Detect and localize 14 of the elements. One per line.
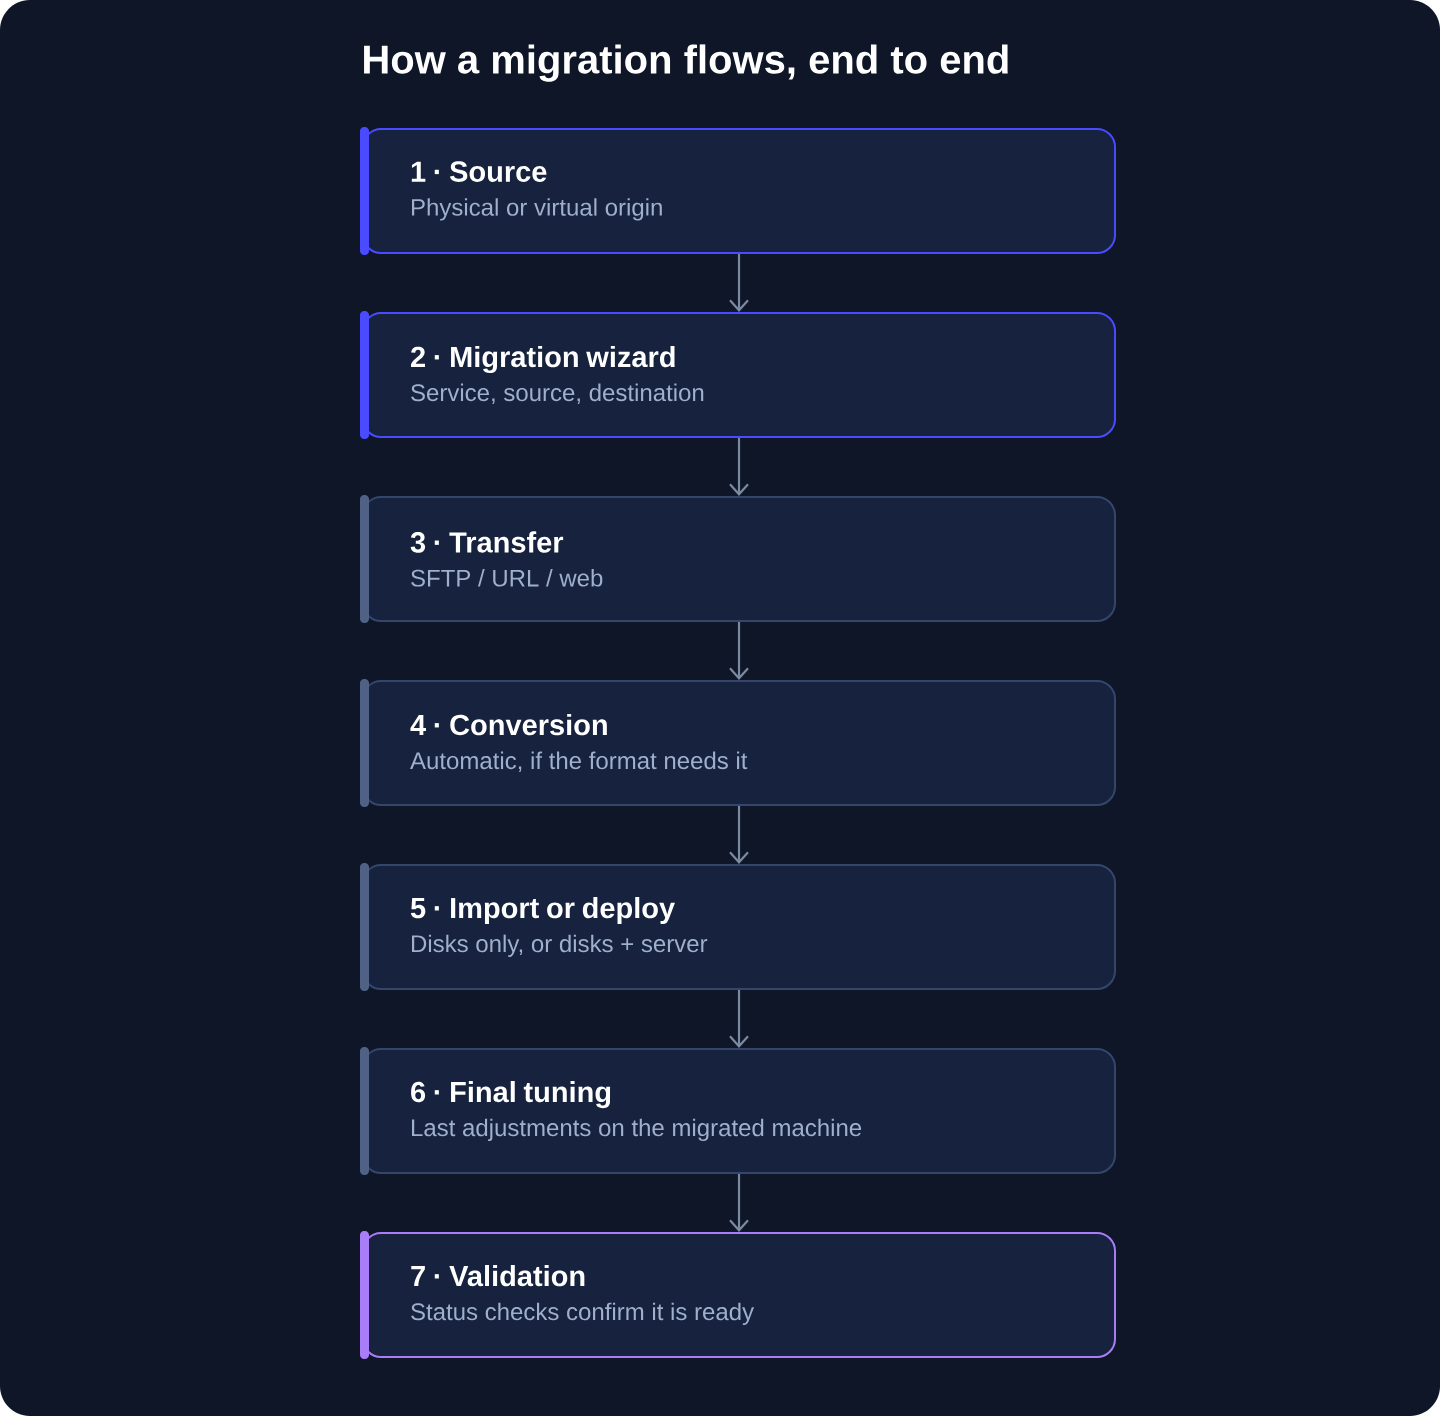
step-box: 2 · Migration wizard Service, source, destination [360, 311, 1116, 439]
step-box: 1 · Source Physical or virtual origin [360, 127, 1116, 255]
arrow [729, 622, 749, 680]
arrow [729, 990, 749, 1048]
arrow [729, 806, 749, 864]
arrow [729, 438, 749, 496]
step-box: 5 · Import or deploy Disks only, or disks + server [360, 863, 1116, 991]
step-box: 7 · Validation Status checks confirm it is ready [360, 1231, 1116, 1359]
step-box: 3 · Transfer SFTP / URL / web [360, 495, 1116, 623]
step-box: 4 · Conversion Automatic, if the format needs it [360, 679, 1116, 807]
title: How a migration flows, end to end [364, 44, 1008, 82]
arrow [729, 1174, 749, 1232]
step-box: 6 · Final tuning Last adjustments on the migrated machine [360, 1047, 1116, 1175]
arrow [729, 254, 749, 312]
